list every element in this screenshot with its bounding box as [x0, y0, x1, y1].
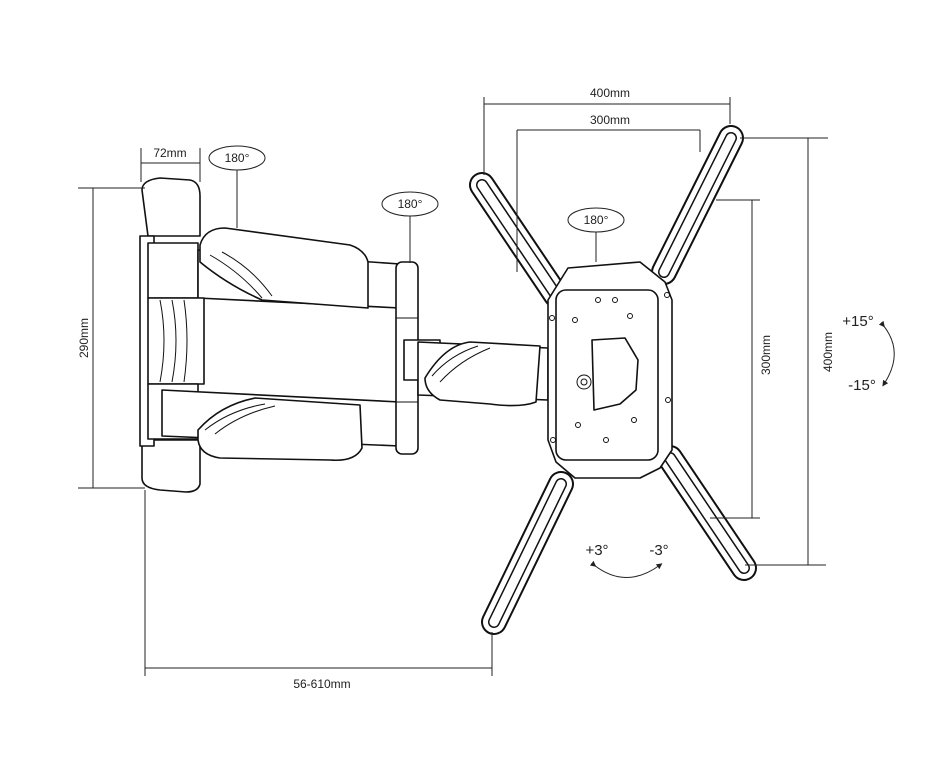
dimension-label: 56-610mm	[293, 677, 350, 691]
rotation-label: 180°	[225, 151, 250, 165]
dimension-400mm-width: 400mm	[483, 86, 731, 175]
dimension-300mm-height: 300mm	[710, 199, 773, 519]
vesa-plate	[547, 261, 673, 479]
vesa-arm-lower-right	[657, 445, 757, 581]
dimension-300mm-width: 300mm	[516, 113, 701, 272]
dimension-label: 300mm	[759, 335, 773, 375]
spine	[147, 297, 205, 385]
dimension-290mm: 290mm	[77, 187, 145, 489]
dimension-label: 400mm	[821, 332, 835, 372]
dimension-label: 72mm	[153, 146, 186, 160]
tilt-down-label: -15°	[848, 377, 876, 394]
vesa-arm-lower-left	[481, 471, 574, 635]
rotation-callout-elbow: 180°	[381, 191, 439, 263]
dimension-72mm: 72mm	[140, 146, 201, 182]
dimension-label: 290mm	[77, 318, 91, 358]
level-plus-label: +3°	[585, 542, 608, 559]
front-arm	[403, 339, 549, 407]
tilt-indicator: +15° -15°	[842, 313, 895, 394]
rotation-callout-wall: 180°	[208, 145, 266, 228]
lower-arm	[147, 383, 401, 462]
level-indicator: +3° -3°	[585, 542, 669, 578]
dimension-label: 300mm	[590, 113, 630, 127]
upper-arm	[147, 227, 401, 309]
dimension-extension: 56-610mm	[144, 490, 493, 691]
vesa-arm-upper-left	[469, 172, 569, 308]
rotation-label: 180°	[398, 197, 423, 211]
level-minus-label: -3°	[649, 542, 668, 559]
rotation-callout-head: 180°	[567, 207, 625, 262]
vesa-arm-upper-right	[651, 125, 744, 285]
tilt-up-label: +15°	[842, 313, 873, 330]
dimension-label: 400mm	[590, 86, 630, 100]
rotation-label: 180°	[584, 213, 609, 227]
dimension-400mm-height: 400mm	[740, 137, 835, 566]
